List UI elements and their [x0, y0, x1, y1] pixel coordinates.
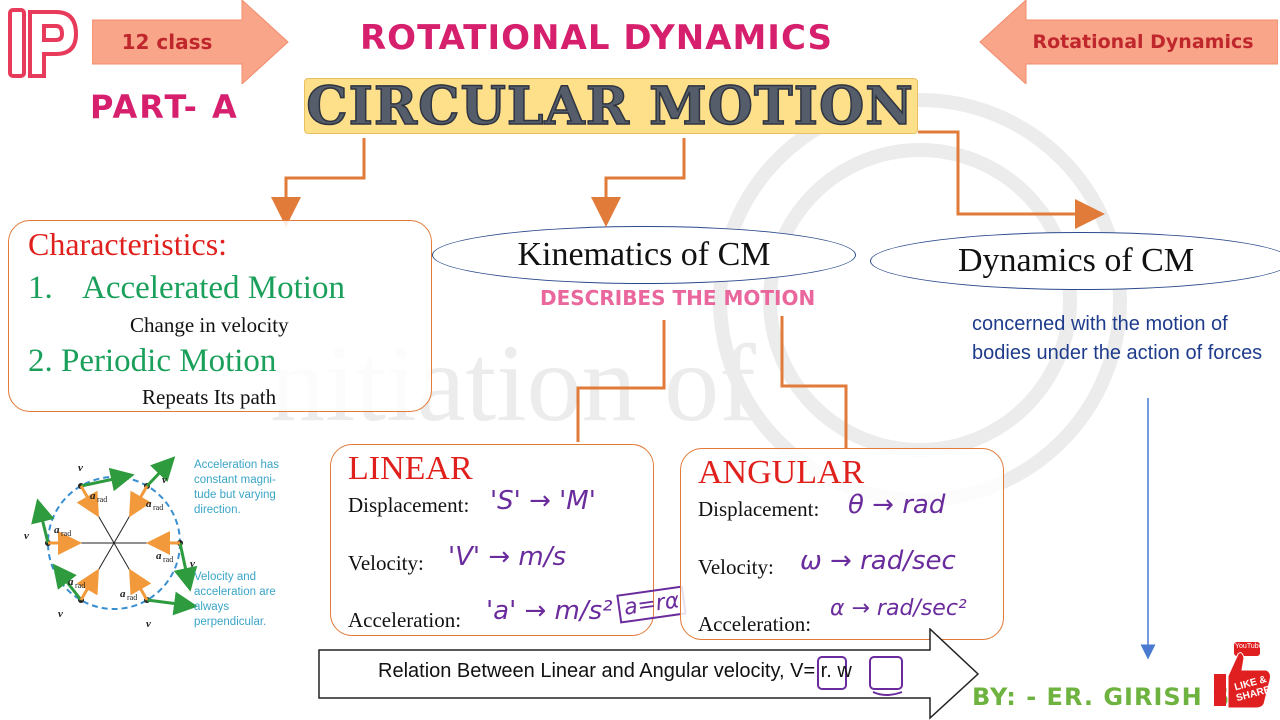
angular-title: ANGULAR	[698, 454, 865, 491]
circular-motion-diagram: v v v v v v a a a a a a rad rad rad rad …	[24, 456, 198, 630]
diagram-note-velocity: Velocity and acceleration are always per…	[194, 571, 276, 628]
author-credit: BY: - ER. GIRISH SIR	[972, 683, 1260, 711]
angular-acceleration-label: Acceleration:	[698, 612, 812, 636]
svg-text:rad: rad	[163, 555, 173, 564]
svg-text:a: a	[120, 588, 126, 600]
linear-acceleration-label: Acceleration:	[348, 608, 462, 632]
linear-displacement-label: Displacement:	[348, 493, 470, 517]
diagram-v-label: v	[78, 462, 83, 474]
characteristics-heading: Characteristics:	[28, 226, 228, 262]
svg-text:rad: rad	[127, 593, 137, 602]
linear-title: LINEAR	[348, 450, 473, 487]
svg-text:a: a	[156, 550, 162, 562]
diagram-a-label: a	[90, 490, 96, 502]
angular-acceleration-value: α → rad/sec²	[830, 596, 967, 621]
linear-acceleration-value: 'a' → m/s²	[486, 596, 613, 626]
linear-box	[330, 444, 654, 636]
youtube-label: YouTube	[1235, 643, 1263, 650]
linear-velocity-label: Velocity:	[348, 551, 424, 575]
linear-velocity-value: 'V' → m/s	[448, 542, 567, 572]
svg-text:v: v	[190, 558, 195, 570]
linear-displacement-value: 'S' → 'M'	[490, 486, 596, 516]
characteristic-1-sub: Change in velocity	[130, 313, 289, 337]
relation-arrow	[318, 628, 980, 720]
svg-text:v: v	[146, 618, 151, 630]
right-tag-arrow	[979, 0, 1278, 84]
svg-text:a: a	[146, 498, 152, 510]
angular-displacement-label: Displacement:	[698, 497, 820, 521]
ip-logo-icon	[8, 8, 79, 78]
characteristic-1-label: Accelerated Motion	[82, 270, 345, 306]
characteristic-2-label: 2. Periodic Motion	[28, 343, 277, 379]
main-title: CIRCULAR MOTION	[305, 75, 914, 138]
svg-text:v: v	[162, 474, 167, 486]
svg-text:a: a	[54, 524, 60, 536]
kinematics-label: Kinematics of CM	[517, 236, 771, 273]
topic-tag: Rotational Dynamics	[1032, 31, 1254, 53]
characteristics-box	[8, 220, 432, 412]
characteristic-1-number: 1.	[28, 270, 53, 306]
class-tag: 12 class	[121, 30, 213, 54]
dynamics-description: concerned with the motion of bodies unde…	[972, 313, 1263, 364]
left-tag-arrow	[92, 0, 289, 84]
angular-displacement-value: θ → rad	[848, 490, 946, 520]
dynamics-ellipse: Dynamics of CM	[870, 232, 1280, 290]
main-title-box	[304, 78, 918, 134]
like-share-icon[interactable]: YouTube LIKE & SHARE	[1208, 640, 1276, 710]
svg-text:rad: rad	[75, 581, 85, 590]
angular-box	[680, 448, 1004, 640]
angular-velocity-value: ω → rad/sec	[800, 546, 956, 576]
svg-text:v: v	[58, 608, 63, 620]
angular-velocity-label: Velocity:	[698, 555, 774, 579]
dynamics-label: Dynamics of CM	[957, 242, 1195, 279]
diagram-a-sub: rad	[97, 495, 107, 504]
svg-text:rad: rad	[61, 529, 71, 538]
svg-text:v: v	[24, 530, 29, 542]
characteristic-2-sub: Repeats Its path	[142, 385, 277, 409]
relation-text: Relation Between Linear and Angular velo…	[378, 660, 852, 682]
describes-text: DESCRIBES THE MOTION	[540, 286, 816, 310]
part-label: PART- A	[90, 88, 239, 126]
kinematics-ellipse: Kinematics of CM	[432, 226, 856, 284]
svg-text:a: a	[68, 576, 74, 588]
page-title: ROTATIONAL DYNAMICS	[360, 18, 834, 58]
svg-text:rad: rad	[153, 503, 163, 512]
diagram-note-acceleration: Acceleration has constant magni- tude bu…	[194, 459, 280, 516]
